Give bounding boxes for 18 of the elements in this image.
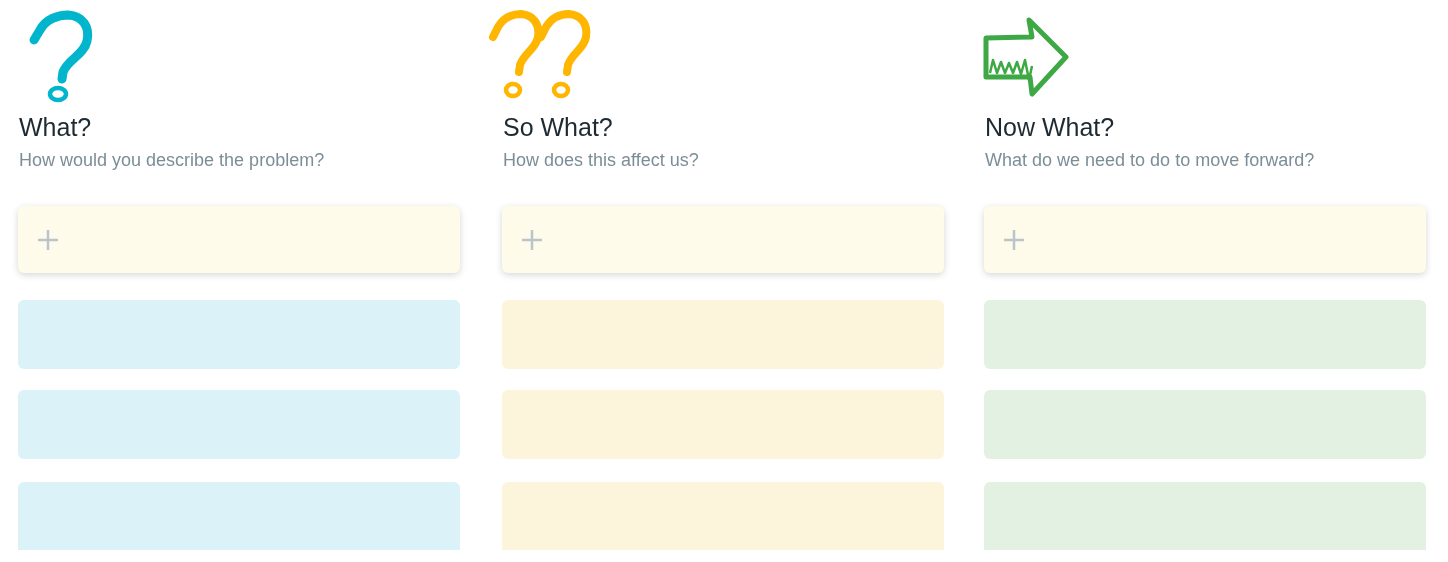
column-subtitle: How would you describe the problem?: [19, 149, 325, 171]
note-card: [18, 300, 460, 369]
column-subtitle: What do we need to do to move forward?: [985, 149, 1315, 171]
note-card: [502, 482, 944, 550]
note-card: [18, 390, 460, 459]
column-heading: What?: [19, 112, 92, 142]
note-card: [984, 300, 1426, 369]
column-heading: Now What?: [985, 112, 1115, 142]
add-card: [18, 206, 460, 273]
note-card: [502, 390, 944, 459]
add-card: [502, 206, 944, 273]
column-heading: So What?: [503, 112, 613, 142]
note-card: [502, 300, 944, 369]
note-card: [984, 482, 1426, 550]
add-card: [984, 206, 1426, 273]
note-card: [984, 390, 1426, 459]
column-subtitle: How does this affect us?: [503, 149, 699, 171]
note-card: [18, 482, 460, 550]
